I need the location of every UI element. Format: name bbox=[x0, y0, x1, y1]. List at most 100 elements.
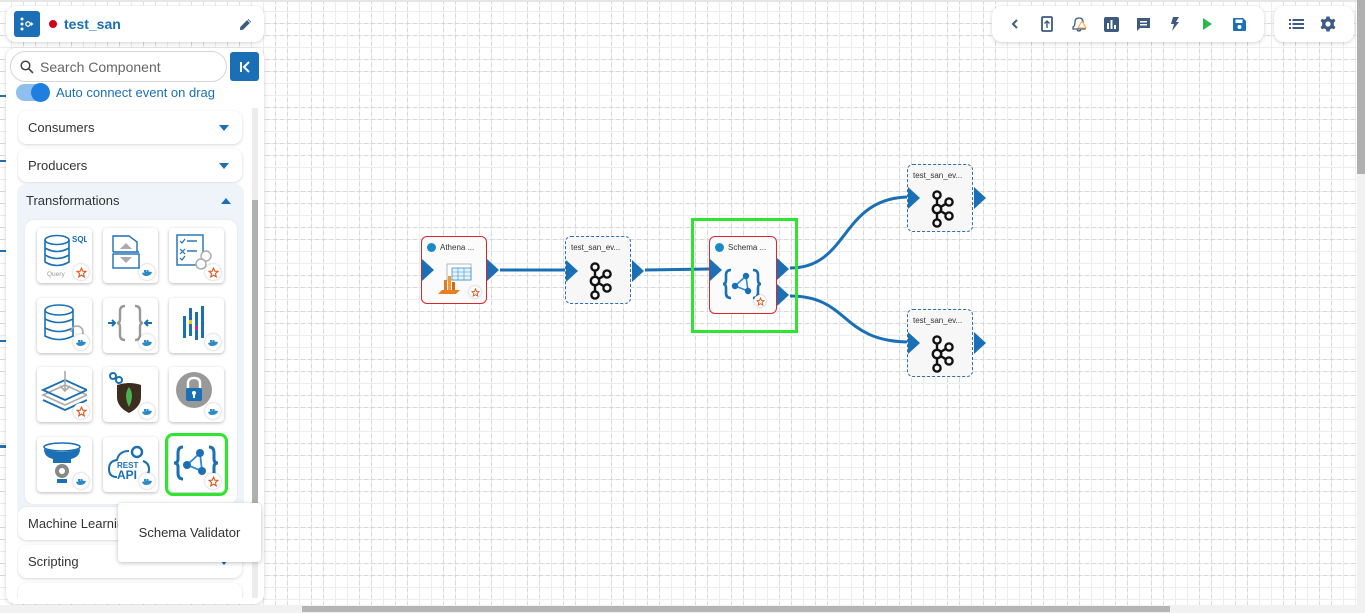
play-icon bbox=[1203, 18, 1212, 30]
rest-api-cloud-icon: REST API bbox=[107, 445, 151, 482]
star-badge-icon bbox=[469, 286, 481, 298]
chevron-down-icon bbox=[219, 162, 229, 169]
list-icon bbox=[1288, 19, 1304, 29]
svg-text:Query: Query bbox=[47, 271, 65, 278]
tile-sql-query[interactable]: SQL Query bbox=[37, 228, 92, 283]
edge-schema-event2 bbox=[789, 195, 911, 270]
section-label: Transformations bbox=[26, 193, 120, 208]
node-title: test_san_ev... bbox=[913, 171, 963, 180]
output-port-1[interactable] bbox=[777, 258, 789, 280]
section-transformations: Transformations SQL Query bbox=[17, 184, 244, 516]
chevron-left-icon bbox=[1011, 19, 1018, 29]
svg-text:SQL: SQL bbox=[72, 235, 87, 244]
tile-filter-funnel[interactable] bbox=[37, 437, 92, 492]
tile-file-splitter[interactable] bbox=[103, 228, 158, 283]
alerts-button[interactable] bbox=[1063, 6, 1095, 42]
section-producers[interactable]: Producers bbox=[18, 149, 242, 182]
node-event-3[interactable]: test_san_ev... bbox=[907, 309, 986, 377]
star-badge-icon bbox=[205, 264, 221, 280]
funnel-gear-icon bbox=[43, 442, 81, 483]
canvas-edge-mark bbox=[0, 340, 6, 342]
edit-pipeline-button[interactable] bbox=[236, 15, 254, 33]
output-port[interactable] bbox=[487, 259, 499, 281]
tile-schema-validator[interactable] bbox=[165, 433, 228, 496]
run-button[interactable] bbox=[1191, 6, 1223, 42]
section-more[interactable] bbox=[18, 583, 242, 598]
node-schema-validator[interactable]: Schema ... bbox=[709, 236, 789, 314]
section-consumers[interactable]: Consumers bbox=[18, 111, 242, 144]
node-event-2[interactable]: test_san_ev... bbox=[907, 164, 986, 232]
tile-encryption[interactable] bbox=[169, 367, 224, 422]
section-label: Consumers bbox=[28, 120, 95, 135]
canvas-edge-mark bbox=[0, 95, 6, 97]
auto-connect-row: Auto connect event on drag bbox=[16, 83, 215, 102]
canvas-vertical-scrollbar-thumb[interactable] bbox=[1357, 0, 1365, 174]
input-port[interactable] bbox=[422, 259, 434, 281]
output-port-2[interactable] bbox=[777, 284, 789, 306]
panel-scrollbar[interactable] bbox=[252, 108, 258, 598]
docker-badge-icon bbox=[139, 473, 155, 489]
file-splitter-icon bbox=[112, 235, 140, 269]
back-button[interactable] bbox=[999, 6, 1031, 42]
canvas-horizontal-scrollbar-thumb[interactable] bbox=[302, 606, 1170, 612]
tile-data-pivot[interactable] bbox=[169, 298, 224, 353]
secondary-toolbar bbox=[1274, 6, 1354, 42]
tile-layer-loader[interactable] bbox=[37, 367, 92, 422]
node-title: Schema ... bbox=[728, 243, 767, 252]
canvas-horizontal-scrollbar[interactable] bbox=[0, 605, 1365, 613]
tile-db-sync[interactable] bbox=[37, 298, 92, 353]
bell-warning-icon bbox=[1072, 17, 1087, 32]
main-toolbar bbox=[992, 6, 1264, 42]
kafka-icon bbox=[931, 190, 954, 228]
kafka-icon bbox=[931, 335, 954, 373]
section-label: Scripting bbox=[28, 554, 79, 569]
input-port[interactable] bbox=[908, 332, 920, 354]
search-box[interactable] bbox=[10, 51, 227, 82]
svg-text:REST: REST bbox=[117, 461, 138, 470]
lock-icon bbox=[176, 372, 212, 408]
docker-badge-icon bbox=[205, 334, 221, 350]
input-port[interactable] bbox=[710, 259, 722, 281]
star-badge-icon bbox=[73, 264, 89, 280]
section-transformations-header[interactable]: Transformations bbox=[17, 184, 244, 217]
output-port[interactable] bbox=[632, 260, 644, 282]
schema-validator-icon bbox=[722, 268, 762, 300]
node-event-1[interactable]: test_san_ev... bbox=[565, 236, 644, 304]
panel-scrollbar-thumb[interactable] bbox=[252, 200, 258, 560]
output-port[interactable] bbox=[974, 332, 986, 354]
section-label: Producers bbox=[28, 158, 88, 173]
edge-schema-event3 bbox=[789, 294, 911, 344]
tile-json-merger[interactable] bbox=[103, 298, 158, 353]
analytics-button[interactable] bbox=[1095, 6, 1127, 42]
tile-rule-validation[interactable] bbox=[169, 228, 224, 283]
save-button[interactable] bbox=[1223, 6, 1255, 42]
search-input[interactable] bbox=[40, 58, 210, 75]
upload-button[interactable] bbox=[1031, 6, 1063, 42]
output-port[interactable] bbox=[974, 187, 986, 209]
tile-rest-api[interactable]: REST API bbox=[103, 437, 158, 492]
pipeline-flow-icon[interactable] bbox=[14, 11, 40, 37]
input-port[interactable] bbox=[566, 260, 578, 282]
settings-button[interactable] bbox=[1312, 6, 1344, 42]
events-button[interactable] bbox=[1159, 6, 1191, 42]
list-button[interactable] bbox=[1280, 6, 1312, 42]
message-list-icon bbox=[1136, 17, 1150, 31]
canvas-vertical-scrollbar[interactable] bbox=[1357, 0, 1365, 605]
star-badge-icon bbox=[205, 473, 221, 489]
canvas-edge-mark bbox=[0, 160, 6, 162]
docker-badge-icon bbox=[205, 403, 221, 419]
pipeline-name: test_san bbox=[64, 16, 121, 32]
logs-button[interactable] bbox=[1127, 6, 1159, 42]
input-port[interactable] bbox=[908, 187, 920, 209]
docker-badge-icon bbox=[139, 403, 155, 419]
docker-badge-icon bbox=[139, 334, 155, 350]
node-title: test_san_ev... bbox=[571, 243, 621, 252]
mongodb-shield-icon bbox=[109, 372, 141, 413]
collapse-panel-button[interactable] bbox=[230, 52, 259, 81]
svg-text:API: API bbox=[117, 468, 137, 482]
auto-connect-toggle[interactable] bbox=[16, 83, 50, 102]
node-athena[interactable]: Athena ... bbox=[421, 236, 499, 304]
tile-mongo-processor[interactable] bbox=[103, 367, 158, 422]
kafka-icon bbox=[589, 262, 612, 300]
node-title: test_san_ev... bbox=[913, 316, 963, 325]
